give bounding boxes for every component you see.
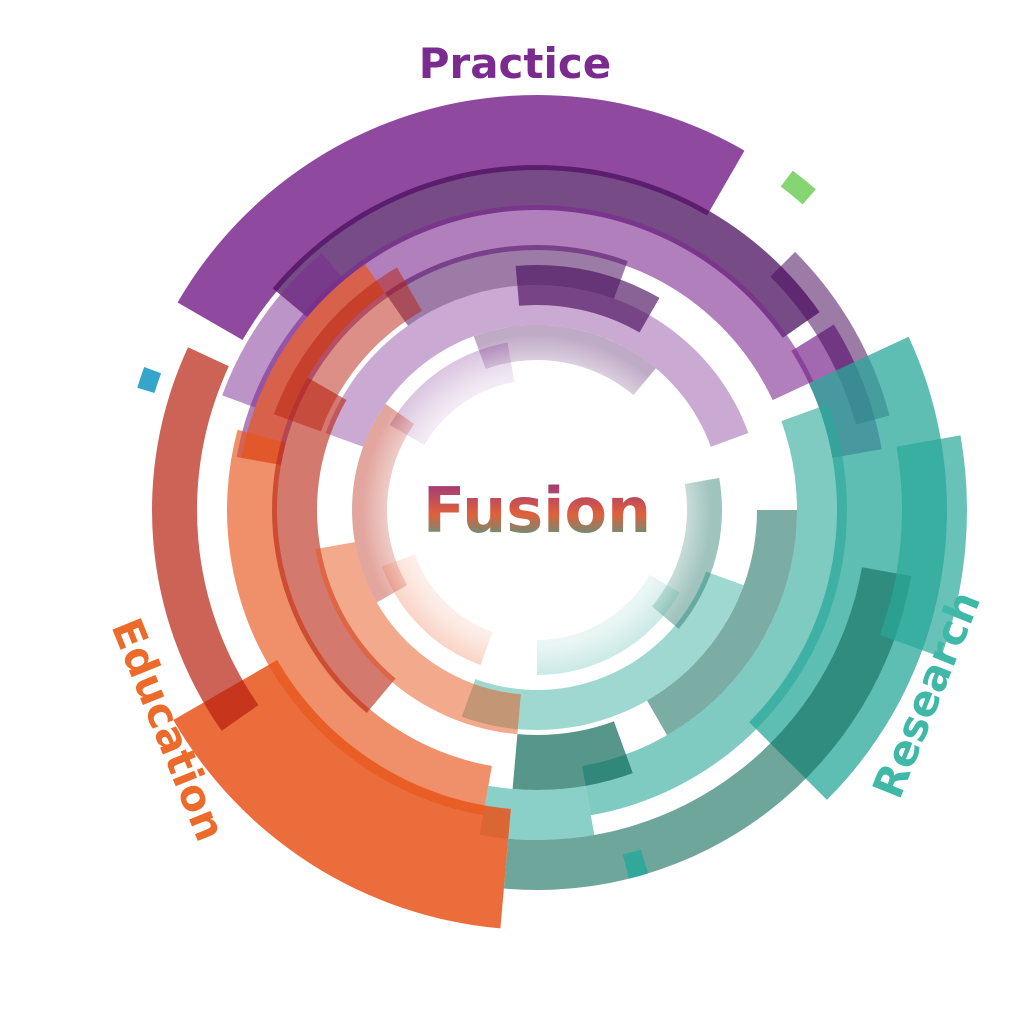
arc-segment [222,253,345,408]
arc-segment [272,377,396,714]
accent-mark [137,367,162,394]
arc-segment [879,435,967,658]
arc-segment [461,571,744,730]
arc-segments [137,95,967,929]
accent-mark [622,849,649,879]
sector-label-practice: Practice [419,39,612,88]
arc-segment [503,567,912,890]
arc-segment [272,164,820,338]
arc-segment [515,265,660,333]
arc-segment [512,721,633,791]
arc-segment [173,660,511,929]
arc-segment [236,204,814,465]
arc-segment [177,95,745,340]
center-label: Fusion [423,474,651,547]
arc-segment [385,245,628,326]
arc-segment [151,347,259,731]
arc-segment [226,429,492,816]
arc-segment [273,267,422,432]
accent-mark [780,170,816,205]
center-disc [412,385,662,635]
arc-segment [647,510,797,736]
arc-segment [315,542,521,735]
